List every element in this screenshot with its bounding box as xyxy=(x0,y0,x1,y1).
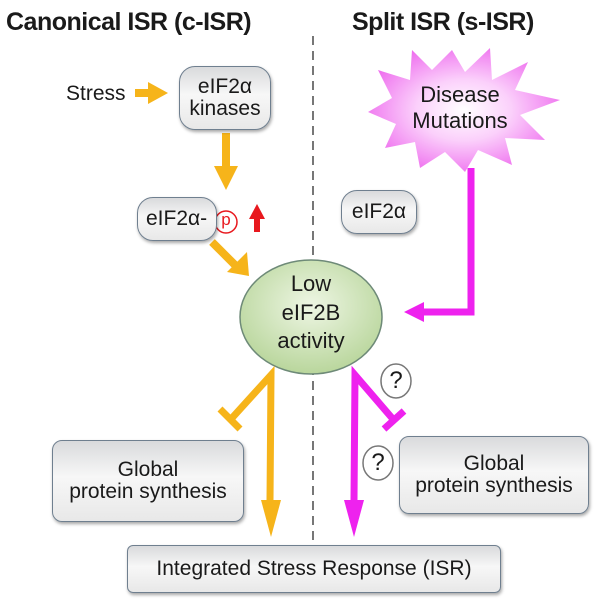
global-right-line-2: protein synthesis xyxy=(415,474,573,497)
global-left-line-1: Global xyxy=(117,457,179,481)
eif2a-box: eIF2α xyxy=(341,190,417,234)
disease-mutations-label: Disease Mutations xyxy=(405,82,515,135)
canonical-inhibit-global xyxy=(217,365,275,501)
canonical-isr-title: Canonical ISR (c-ISR) xyxy=(6,8,252,36)
increase-arrow-icon xyxy=(249,204,265,232)
kinase-to-phospho-arrow xyxy=(214,133,238,190)
split-to-isr-arrowhead xyxy=(344,500,364,537)
disease-arrowhead xyxy=(404,302,424,322)
kinase-line-2: kinases xyxy=(189,97,261,120)
eif2a-phospho-label: eIF2α- xyxy=(146,206,208,230)
global-left-line-2: protein synthesis xyxy=(69,480,227,503)
phospho-to-ellipse-arrow xyxy=(209,239,249,276)
ellipse-line-3: activity xyxy=(277,328,345,354)
question-mark-2: ? xyxy=(371,449,385,476)
stress-label: Stress xyxy=(66,82,126,105)
eif2a-phospho-box: eIF2α- xyxy=(137,197,217,241)
canonical-to-isr-arrowhead xyxy=(261,500,281,537)
eif2a-kinases-box: eIF2α kinases xyxy=(179,66,271,130)
question-circle-1 xyxy=(380,363,412,399)
split-inhibit-global xyxy=(350,365,407,501)
low-eif2b-ellipse xyxy=(239,259,383,375)
global-protein-synthesis-left: Global protein synthesis xyxy=(52,440,244,522)
disease-line-2: Mutations xyxy=(412,108,508,134)
question-circle-2 xyxy=(362,445,394,481)
low-eif2b-label: Low eIF2B activity xyxy=(250,270,372,356)
stress-arrow xyxy=(135,82,168,104)
ellipse-line-1: Low xyxy=(290,271,332,296)
kinase-line-1: eIF2α xyxy=(197,74,253,98)
disease-line-1: Disease xyxy=(420,82,500,107)
global-right-line-1: Global xyxy=(463,451,525,475)
ellipse-line-2: eIF2B xyxy=(281,299,341,325)
disease-burst-shape xyxy=(368,48,560,172)
global-protein-synthesis-right: Global protein synthesis xyxy=(399,436,589,514)
disease-to-ellipse-arrow xyxy=(416,168,475,316)
eif2a-label: eIF2α xyxy=(351,199,407,223)
split-isr-title: Split ISR (s-ISR) xyxy=(352,8,534,36)
phospho-mark: p xyxy=(221,210,231,229)
integrated-stress-response-box: Integrated Stress Response (ISR) xyxy=(127,545,501,593)
question-mark-1: ? xyxy=(389,367,403,394)
isr-label: Integrated Stress Response (ISR) xyxy=(156,556,472,580)
